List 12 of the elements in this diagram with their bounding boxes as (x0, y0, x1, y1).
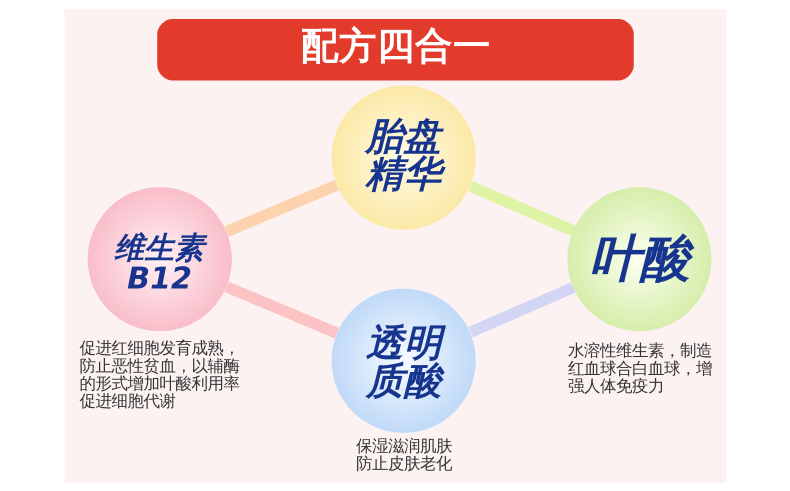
node-circle: 透明质酸 (331, 288, 476, 432)
node-label: 水溶性维生素，制造红血球合白血球，增强人体免疫力 (567, 340, 712, 395)
node-label: 保湿滋润肌肤防止皮肤老化 (356, 436, 452, 473)
connector (468, 282, 575, 337)
node-circle: 维生素B12 (87, 186, 232, 331)
node-circle: 叶酸 (566, 186, 711, 331)
connector (224, 180, 338, 236)
connector (468, 180, 575, 236)
node-label: 促进红细胞发育成熟，防止恶性贫血，以辅酶的形式增加叶酸利用率促进细胞代谢 (79, 338, 239, 410)
node-circle: 胎盘精华 (331, 85, 476, 230)
diagram-title: 配方四合一 (300, 23, 490, 68)
connector (224, 281, 338, 338)
